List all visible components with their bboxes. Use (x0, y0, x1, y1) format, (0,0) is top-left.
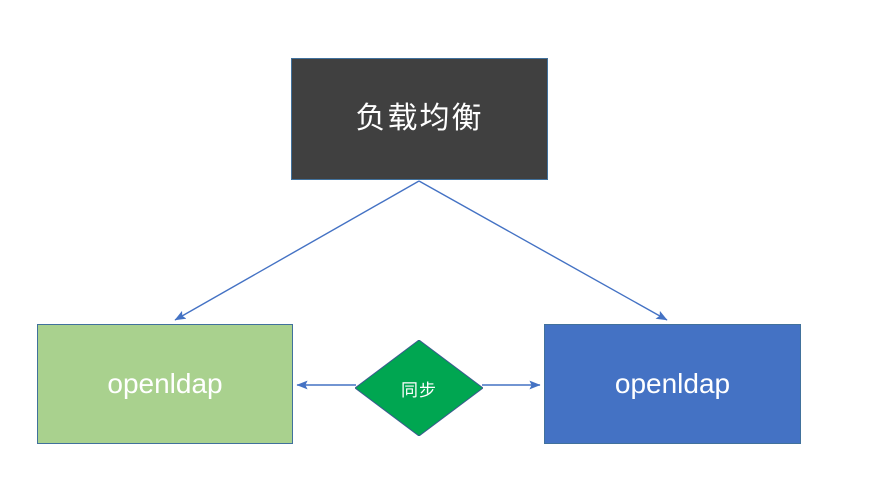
node-openldap-primary-label: openldap (107, 368, 223, 400)
edge-lb-to-left-ldap (174, 180, 420, 321)
node-openldap-primary[interactable]: openldap (37, 324, 293, 444)
node-openldap-secondary[interactable]: openldap (544, 324, 801, 444)
diamond-shape-icon (355, 340, 483, 436)
node-load-balancer-label: 负载均衡 (355, 102, 484, 135)
node-load-balancer[interactable]: 负载均衡 (291, 58, 548, 180)
edge-lb-to-right-ldap (418, 180, 668, 321)
node-openldap-secondary-label: openldap (614, 368, 731, 400)
node-sync[interactable]: 同步 (355, 340, 483, 436)
node-sync-label: 同步 (401, 380, 437, 400)
